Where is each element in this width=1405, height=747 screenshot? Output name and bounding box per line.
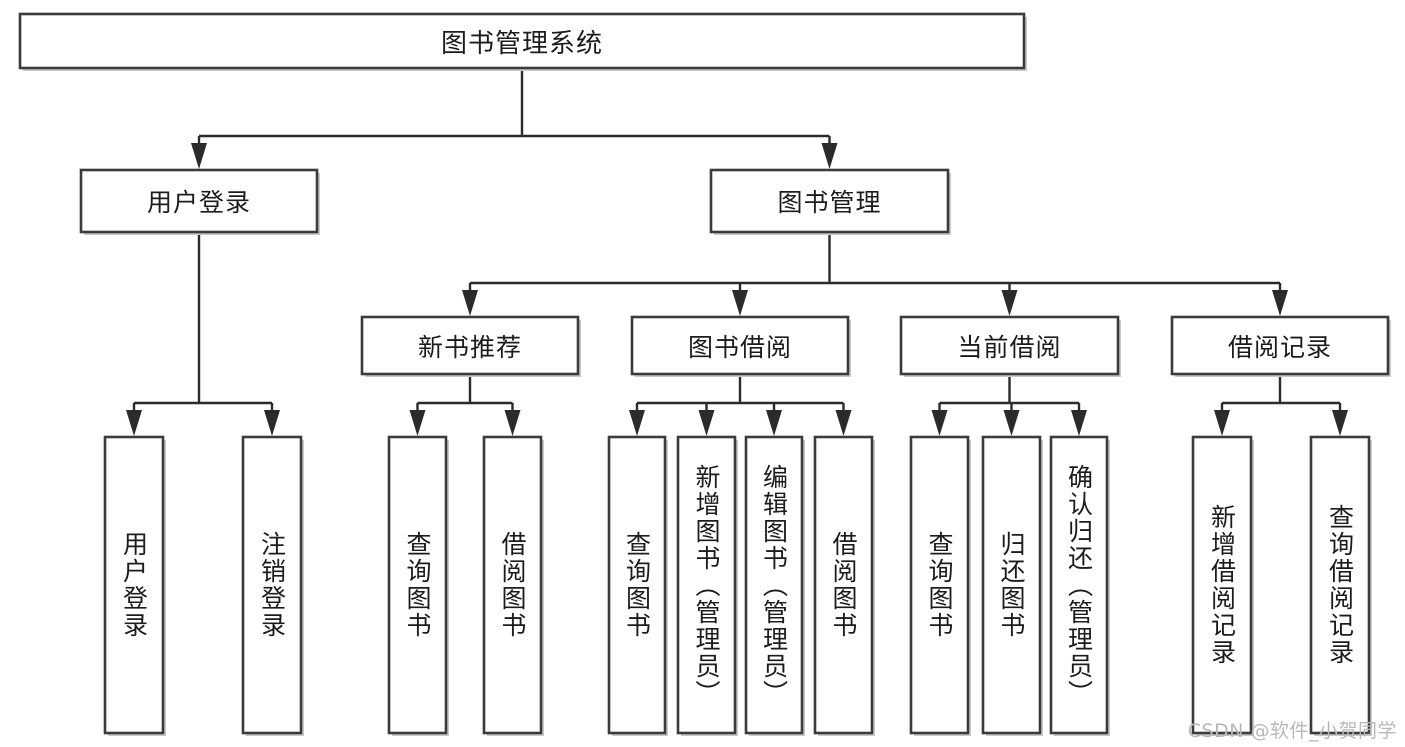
arrow-head-icon xyxy=(191,143,207,169)
node-box-n_borrow[interactable] xyxy=(630,315,850,376)
arrow-head-icon xyxy=(504,410,521,436)
node-box-root[interactable] xyxy=(18,12,1026,70)
node-box-l_add_record[interactable] xyxy=(1191,435,1253,735)
node-box-l_return_book[interactable] xyxy=(981,435,1042,735)
node-box-l_query_record[interactable] xyxy=(1309,435,1371,735)
arrow-head-icon xyxy=(766,410,782,436)
node-box-l_confirm_return[interactable] xyxy=(1049,435,1109,735)
node-box-n_user_login[interactable] xyxy=(79,168,319,234)
arrow-head-icon xyxy=(732,290,748,316)
arrow-head-icon xyxy=(1272,290,1288,316)
node-box-n_book_mgmt[interactable] xyxy=(709,168,950,234)
arrow-head-icon xyxy=(462,290,478,316)
node-box-n_current[interactable] xyxy=(899,315,1120,376)
arrow-head-icon xyxy=(1003,410,1020,436)
node-box-l_query_book_3[interactable] xyxy=(909,435,970,735)
arrow-head-icon xyxy=(1001,290,1018,316)
arrow-head-icon xyxy=(1071,410,1087,436)
node-box-l_borrow_book_2[interactable] xyxy=(813,435,874,735)
arrow-head-icon xyxy=(835,410,852,436)
node-box-l_borrow_book_1[interactable] xyxy=(482,435,543,735)
edges-layer xyxy=(126,68,1348,436)
arrow-head-icon xyxy=(629,410,645,436)
arrow-head-icon xyxy=(1214,410,1230,436)
node-box-l_query_book_2[interactable] xyxy=(607,435,667,735)
arrow-head-icon xyxy=(264,410,280,436)
node-box-n_new_rec[interactable] xyxy=(360,315,580,376)
node-box-l_user_login[interactable] xyxy=(103,435,165,735)
node-box-l_query_book_1[interactable] xyxy=(387,435,448,735)
arrow-head-icon xyxy=(931,410,948,436)
node-box-l_edit_book[interactable] xyxy=(744,435,804,735)
arrow-head-icon xyxy=(698,410,715,436)
node-box-l_add_book[interactable] xyxy=(676,435,737,735)
arrow-head-icon xyxy=(821,143,838,169)
node-box-n_records[interactable] xyxy=(1170,315,1390,376)
node-box-l_logout[interactable] xyxy=(241,435,303,735)
arrow-head-icon xyxy=(126,410,142,436)
arrow-head-icon xyxy=(1332,410,1348,436)
watermark-text: CSDN @软件_小贺同学 xyxy=(1187,720,1397,742)
boxes-layer xyxy=(18,12,1391,736)
arrow-head-icon xyxy=(409,410,426,436)
